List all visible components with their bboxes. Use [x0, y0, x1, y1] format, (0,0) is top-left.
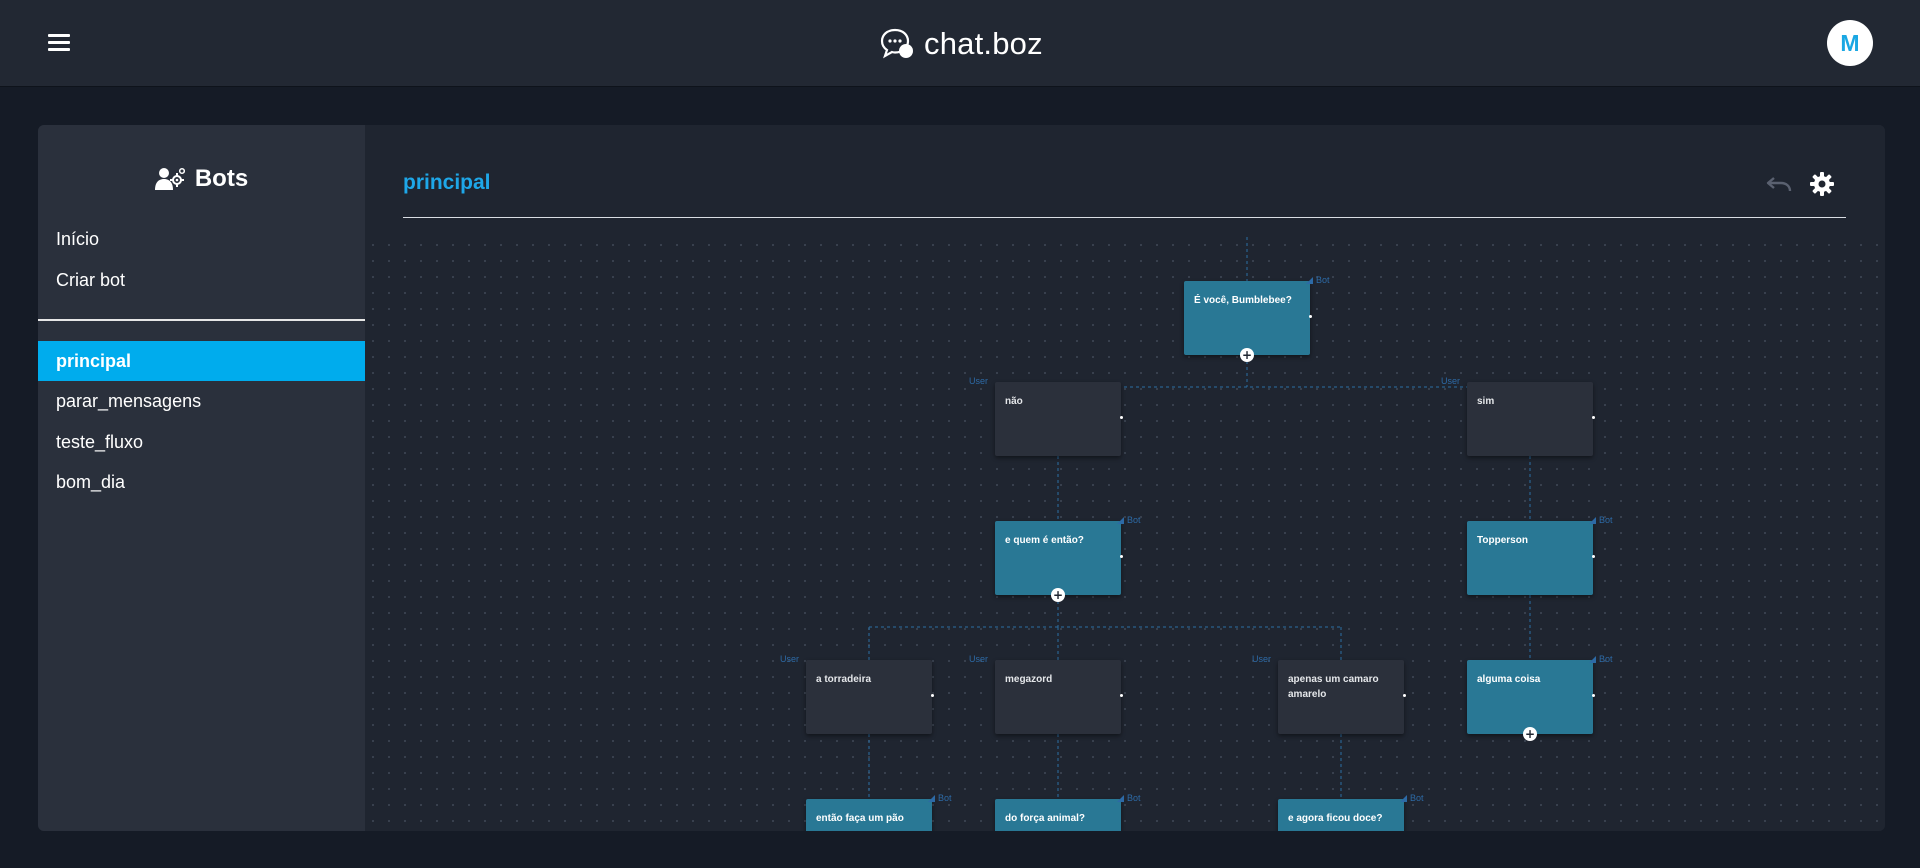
user-reply-node[interactable]: megazord User: [969, 654, 1123, 734]
sidebar-item-bom-dia[interactable]: bom_dia: [56, 472, 126, 492]
node-text: É você, Bumblebee?: [1194, 295, 1292, 306]
flow-editor[interactable]: principal: [365, 125, 1885, 831]
bot-tag-triangle-icon: [1589, 656, 1596, 663]
undo-icon[interactable]: [1765, 173, 1793, 195]
sidebar-link-inicio[interactable]: Início: [56, 229, 100, 249]
bot-tag-triangle-icon: [1306, 277, 1313, 284]
bot-tag-triangle-icon: [928, 795, 935, 802]
sidebar-header: Bots: [38, 165, 365, 193]
bot-tag: Bot: [1599, 515, 1613, 525]
bot-tag: Bot: [1127, 793, 1141, 803]
bot-message-node[interactable]: e agora ficou doce? Bot: [1278, 793, 1424, 831]
logo-text: chat.boz: [924, 26, 1043, 61]
node-text: alguma coisa: [1477, 674, 1541, 685]
add-child-node-button[interactable]: +: [1523, 727, 1537, 741]
flow-connectors: [868, 237, 1531, 799]
bot-message-node[interactable]: e quem é então? Bot: [995, 515, 1141, 595]
bot-message-node[interactable]: alguma coisa Bot: [1467, 654, 1613, 734]
sidebar-title: Bots: [194, 165, 249, 192]
app-logo[interactable]: chat.boz: [880, 24, 1043, 64]
add-child-node-button[interactable]: +: [1051, 588, 1065, 602]
user-tag: User: [780, 654, 800, 664]
sidebar-item-principal[interactable]: principal: [38, 341, 365, 381]
sidebar-link-criar-bot[interactable]: Criar bot: [56, 270, 126, 290]
node-output-handle[interactable]: [1592, 416, 1595, 419]
bot-tag: Bot: [1599, 654, 1613, 664]
editor-header: principal: [365, 125, 1885, 235]
node-output-handle[interactable]: [931, 694, 934, 697]
node-output-handle[interactable]: [1309, 315, 1312, 318]
page-title: principal: [403, 171, 491, 194]
bot-message-node[interactable]: Topperson Bot: [1467, 515, 1613, 595]
node-text: não: [1005, 396, 1023, 407]
user-reply-node[interactable]: não User: [969, 376, 1123, 456]
node-output-handle[interactable]: [1120, 416, 1123, 419]
node-output-handle[interactable]: [1592, 694, 1595, 697]
settings-gear-icon[interactable]: [1809, 171, 1835, 197]
node-text: megazord: [1005, 674, 1053, 685]
node-output-handle[interactable]: [1592, 555, 1595, 558]
node-output-handle[interactable]: [1403, 694, 1406, 697]
bot-tag-triangle-icon: [1117, 517, 1124, 524]
bot-message-node[interactable]: então faça um pão Bot: [806, 793, 952, 831]
bots-icon: [154, 167, 185, 190]
user-reply-node[interactable]: sim User: [1441, 376, 1595, 456]
node-text: então faça um pão: [816, 813, 904, 824]
sidebar-divider: [38, 319, 365, 321]
chat-bubble-logo-icon: [880, 28, 913, 59]
sidebar: Bots Início Criar bot principal parar_me…: [38, 125, 365, 831]
node-text: a torradeira: [816, 674, 872, 685]
bot-tag-triangle-icon: [1400, 795, 1407, 802]
content-card: Bots Início Criar bot principal parar_me…: [38, 125, 1885, 831]
node-text: sim: [1477, 396, 1495, 407]
sidebar-item-parar-mensagens[interactable]: parar_mensagens: [56, 391, 202, 411]
user-avatar[interactable]: M: [1827, 20, 1873, 66]
node-text: apenas um camaro amarelo: [1288, 674, 1379, 700]
bot-tag: Bot: [1410, 793, 1424, 803]
node-output-handle[interactable]: [1120, 694, 1123, 697]
bot-tag: Bot: [1127, 515, 1141, 525]
node-text: e quem é então?: [1005, 535, 1084, 546]
node-output-handle[interactable]: [1120, 555, 1123, 558]
node-text: e agora ficou doce?: [1288, 813, 1383, 824]
hamburger-menu-icon[interactable]: [48, 34, 72, 52]
add-child-node-button[interactable]: +: [1240, 348, 1254, 362]
top-bar: chat.boz M: [0, 0, 1920, 87]
user-tag: User: [969, 376, 989, 386]
bot-message-node[interactable]: É você, Bumblebee? Bot: [1184, 275, 1330, 355]
user-tag: User: [1441, 376, 1461, 386]
user-tag: User: [1252, 654, 1272, 664]
sidebar-item-teste-fluxo[interactable]: teste_fluxo: [56, 432, 144, 452]
bot-message-node[interactable]: do força animal? Bot: [995, 793, 1141, 831]
node-text: Topperson: [1477, 535, 1528, 546]
user-reply-node[interactable]: a torradeira User: [780, 654, 934, 734]
user-reply-node[interactable]: apenas um camaro amarelo User: [1252, 654, 1406, 734]
bot-tag-triangle-icon: [1589, 517, 1596, 524]
bot-tag-triangle-icon: [1117, 795, 1124, 802]
bot-tag: Bot: [1316, 275, 1330, 285]
node-text: do força animal?: [1005, 813, 1086, 824]
bot-tag: Bot: [938, 793, 952, 803]
user-tag: User: [969, 654, 989, 664]
header-divider: [403, 217, 1846, 218]
